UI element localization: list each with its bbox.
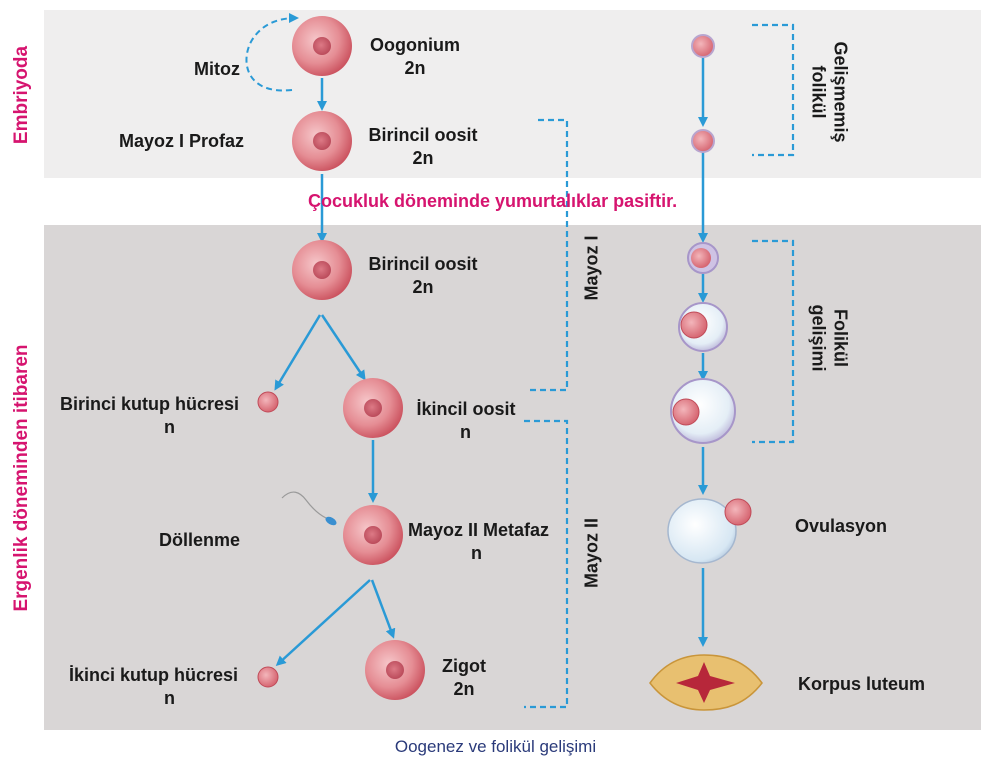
- second-polar-body-label: İkinci kutup hücresi n: [69, 664, 238, 709]
- second-polar-body-ploidy: n: [164, 687, 175, 708]
- follicle-development-line1: Folikül: [830, 309, 851, 367]
- second-polar-body-name: İkinci kutup hücresi: [69, 665, 239, 685]
- sperm-icon: [281, 491, 337, 526]
- first-polar-body-name: Birinci kutup hücresi: [60, 394, 240, 414]
- first-polar-body-label: Birinci kutup hücresi n: [60, 393, 239, 438]
- follicle-development-label: Folikül gelişimi: [807, 304, 851, 372]
- zygote-name: Zigot: [442, 656, 486, 676]
- ovulating-follicle: [667, 498, 752, 564]
- mitosis-label: Mitoz: [194, 59, 240, 79]
- arrow-to-zygote: [370, 579, 396, 639]
- secondary-oocyte-label: İkincil oosit n: [410, 398, 522, 443]
- primary-oocyte-embryo-name: Birincil oosit: [368, 125, 478, 145]
- primary-oocyte-puberty-label: Birincil oosit 2n: [358, 253, 488, 298]
- undeveloped-follicle-label: Gelişmemiş folikül: [807, 41, 851, 143]
- puberty-period-label: Ergenlik döneminden itibaren: [11, 344, 32, 612]
- primary-oocyte-puberty-ploidy: 2n: [412, 276, 434, 297]
- secondary-oocyte-cell: [343, 378, 403, 438]
- primary-oocyte-embryo-label: Birincil oosit 2n: [358, 124, 488, 169]
- primary-oocyte-embryo-cell: [292, 111, 352, 171]
- corpus-luteum-label: Korpus luteum: [798, 674, 926, 694]
- metaphase-ii-cell: [343, 505, 403, 565]
- puberty-period-panel: [44, 225, 981, 730]
- meiosis-i-bracket: [526, 118, 569, 392]
- undeveloped-follicle-line1: Gelişmemiş: [830, 41, 851, 143]
- corpus-luteum: [649, 654, 763, 711]
- arrow-to-first-polar-body: [274, 314, 322, 391]
- second-polar-body-cell: [257, 666, 279, 688]
- mitosis-loop-arrow: [245, 13, 299, 92]
- zygote-label: Zigot 2n: [432, 655, 496, 700]
- primary-oocyte-embryo-ploidy: 2n: [412, 147, 434, 168]
- primary-oocyte-puberty-name: Birincil oosit: [368, 254, 478, 274]
- follicle-development-bracket: [752, 239, 795, 444]
- embryo-period-panel: [44, 10, 981, 178]
- childhood-note: Çocukluk döneminde yumurtalıklar pasifti…: [308, 191, 678, 211]
- first-polar-body-ploidy: n: [164, 416, 175, 437]
- developing-follicle-2: [678, 302, 728, 352]
- follicle-development-line2: gelişimi: [809, 304, 829, 372]
- undeveloped-follicle-bracket: [752, 23, 795, 157]
- undeveloped-follicle-1: [691, 34, 715, 58]
- developing-follicle-1: [687, 242, 719, 274]
- metaphase-ii-label: Mayoz II Metafaz n: [408, 519, 549, 564]
- arrow-to-secondary-oocyte: [320, 314, 366, 381]
- figure-caption: Oogenez ve folikül gelişimi: [394, 737, 597, 756]
- first-polar-body-cell: [257, 391, 279, 413]
- primary-oocyte-puberty-cell: [292, 240, 352, 300]
- undeveloped-follicle-line2: folikül: [809, 65, 829, 119]
- arrow-to-second-polar-body: [275, 579, 371, 667]
- oogonium-name: Oogonium: [370, 35, 460, 55]
- meiosis-ii-bracket: [524, 419, 569, 709]
- fertilization-label: Döllenme: [159, 530, 241, 550]
- meiosis-ii-label: Mayoz II: [581, 517, 602, 589]
- metaphase-ii-ploidy: n: [471, 542, 482, 563]
- meiosis-i-label: Mayoz I: [581, 235, 602, 301]
- oogonium-label: Oogonium 2n: [360, 34, 470, 79]
- ovulation-label: Ovulasyon: [795, 516, 888, 536]
- embryo-period-label: Embriyoda: [11, 45, 32, 145]
- metaphase-ii-name: Mayoz II Metafaz: [408, 520, 550, 540]
- meiosis-i-prophase-label: Mayoz I Profaz: [119, 131, 245, 151]
- oogonium-ploidy: 2n: [404, 57, 426, 78]
- developing-follicle-3: [670, 378, 736, 444]
- zygote-cell: [365, 640, 425, 700]
- secondary-oocyte-ploidy: n: [460, 421, 471, 442]
- secondary-oocyte-name: İkincil oosit: [416, 399, 516, 419]
- zygote-ploidy: 2n: [453, 678, 475, 699]
- undeveloped-follicle-2: [691, 129, 715, 153]
- oogonium-cell: [292, 16, 352, 76]
